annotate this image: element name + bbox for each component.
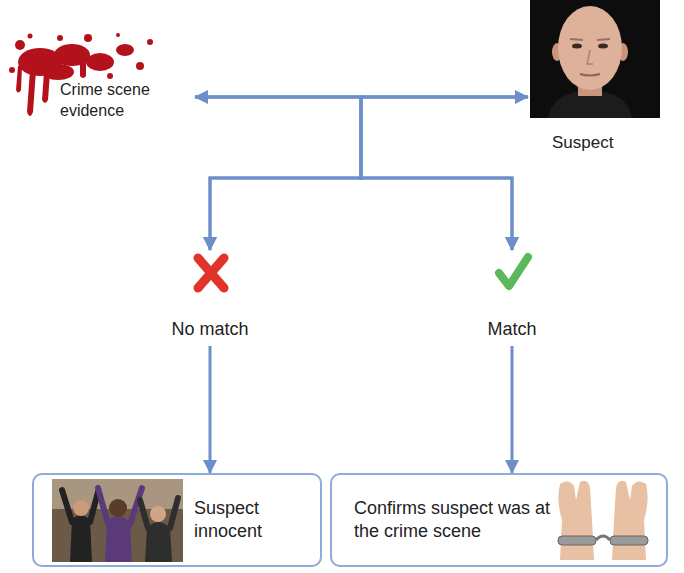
flow-arrow — [195, 97, 361, 250]
node-label: Suspect — [552, 132, 652, 154]
evidence-node: Crime scene evidence — [5, 30, 195, 130]
text-holder: Confirms suspect was at the crime scene — [354, 497, 554, 544]
result-node: Match — [457, 250, 567, 346]
text-holder: Match — [457, 318, 567, 341]
text-holder: Suspect — [552, 132, 652, 154]
node-label: Match — [457, 318, 567, 341]
flow-arrow — [195, 97, 512, 250]
text-holder: No match — [155, 318, 265, 341]
suspect-node: Suspect — [528, 0, 668, 160]
flow-arrow — [209, 346, 212, 473]
celebration-photo — [52, 479, 183, 562]
result-node: No match — [155, 250, 265, 346]
flow-arrow — [511, 346, 514, 473]
outcome-box: Confirms suspect was at the crime scene — [330, 473, 668, 567]
node-label: Suspect innocent — [194, 497, 314, 544]
text-holder: Suspect innocent — [194, 497, 314, 544]
node-label: Crime scene evidence — [60, 80, 185, 122]
node-label: Confirms suspect was at the crime scene — [354, 497, 554, 544]
flow-arrow — [210, 97, 528, 250]
no-match-cross — [198, 258, 224, 288]
handcuffed-hands — [558, 481, 648, 560]
suspect-photo — [530, 0, 660, 118]
flow-arrow — [361, 97, 528, 250]
text-holder: Crime scene evidence — [60, 80, 185, 122]
match-check — [499, 257, 528, 286]
outcome-box: Suspect innocent — [32, 473, 322, 567]
node-label: No match — [155, 318, 265, 341]
